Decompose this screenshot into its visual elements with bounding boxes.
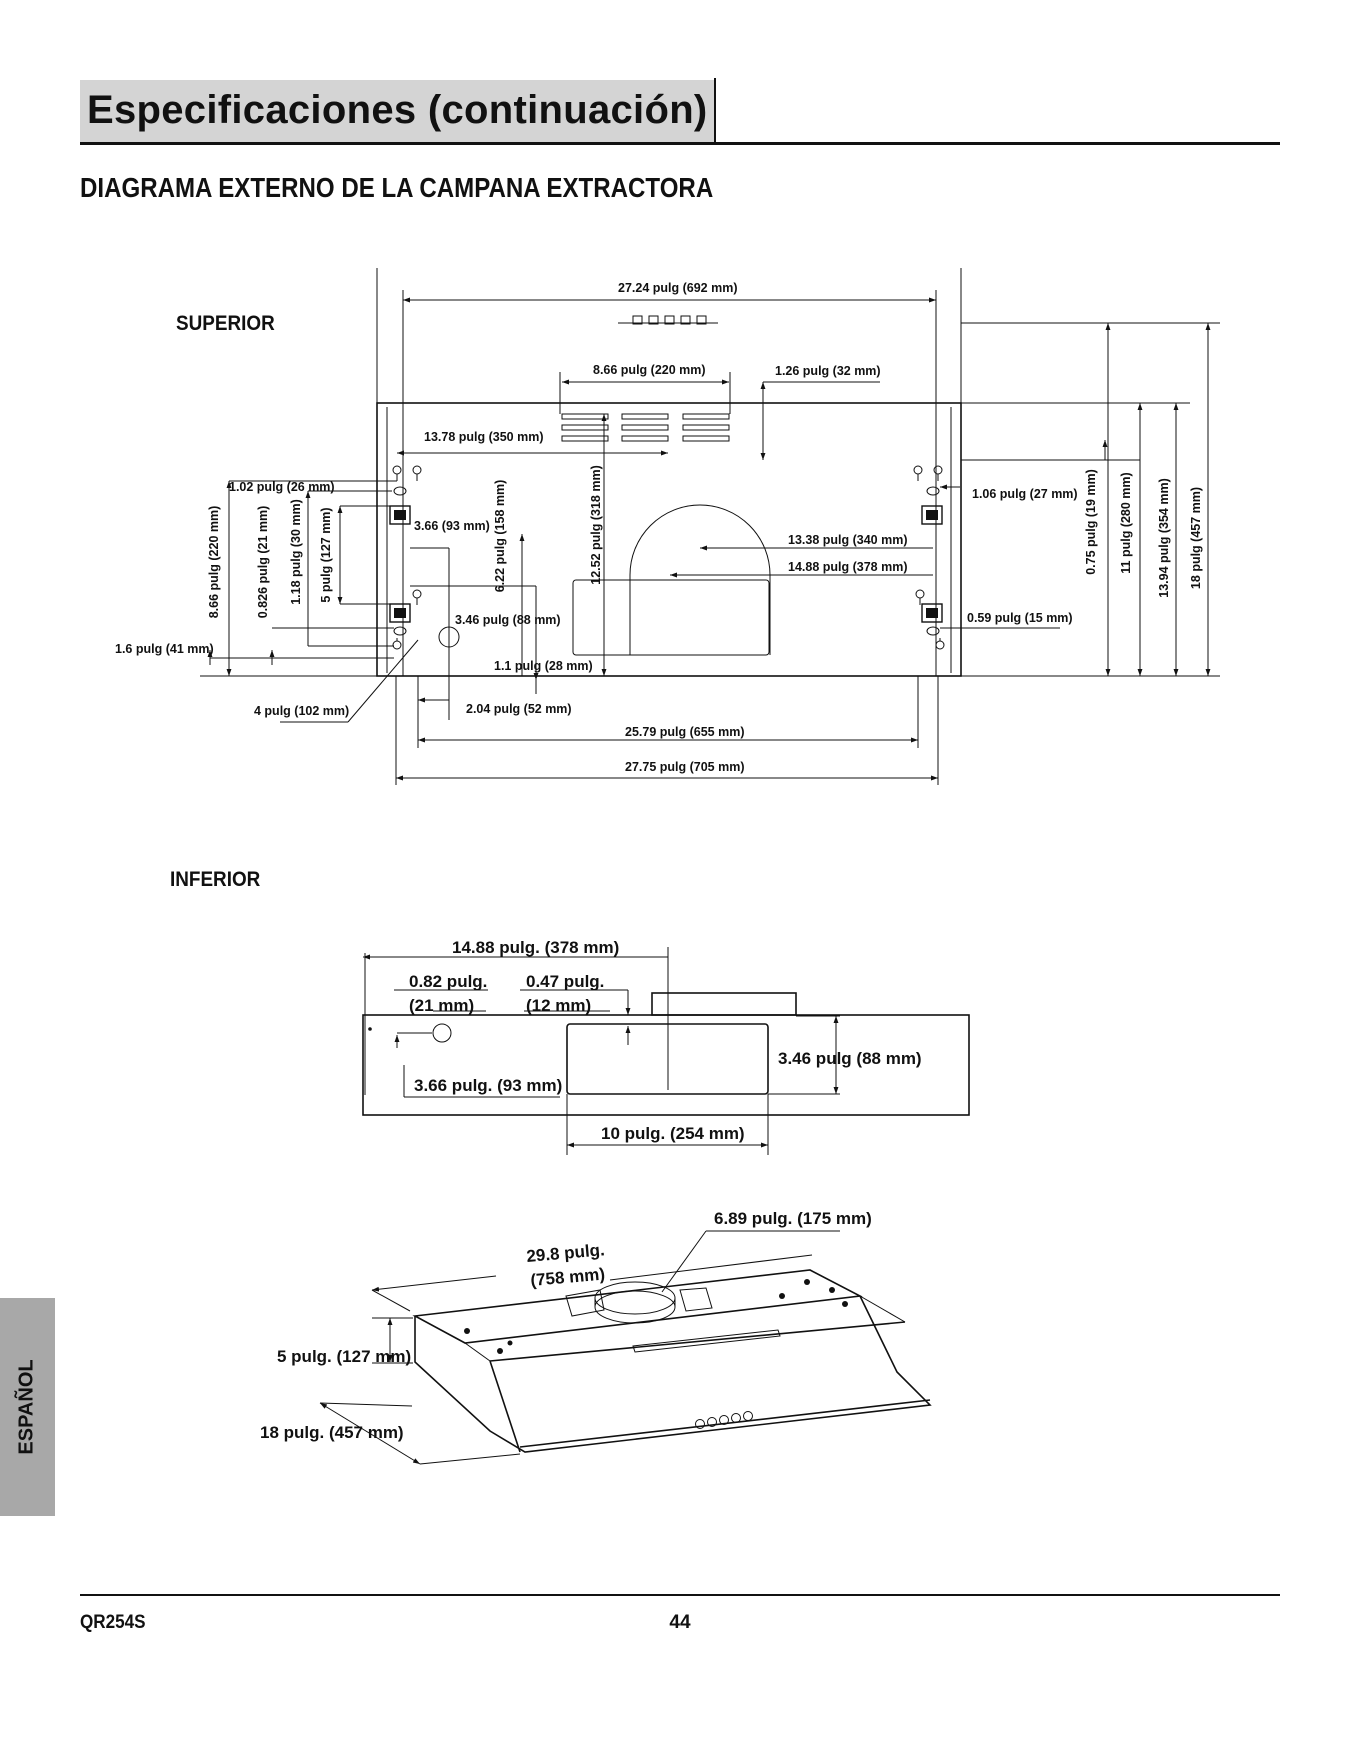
top-view-labels: 27.24 pulg (692 mm) 8.66 pulg (220 mm) 1…: [115, 281, 1203, 774]
language-tab: [0, 1298, 55, 1516]
dim-b-0-82-b: (21 mm): [409, 996, 474, 1015]
dim-6-22: 6.22 pulg (158 mm): [493, 480, 507, 593]
dim-5: 5 pulg (127 mm): [319, 507, 333, 602]
dim-2-04: 2.04 pulg (52 mm): [466, 702, 572, 716]
dim-1-06: 1.06 pulg (27 mm): [972, 487, 1078, 501]
dim-b-10: 10 pulg. (254 mm): [601, 1124, 745, 1143]
dim-iso-29-8-b: (758 mm): [530, 1265, 606, 1290]
dim-1-18: 1.18 pulg (30 mm): [289, 499, 303, 605]
dim-width-total: 27.24 pulg (692 mm): [618, 281, 738, 295]
dim-iso-18: 18 pulg. (457 mm): [260, 1423, 404, 1442]
dim-b-0-47-a: 0.47 pulg.: [526, 972, 604, 991]
header-band: [80, 80, 714, 142]
header-divider: [714, 78, 716, 144]
dim-1-6: 1.6 pulg (41 mm): [115, 642, 214, 656]
dim-b-3-46: 3.46 pulg (88 mm): [778, 1049, 922, 1068]
isometric-drawing: [319, 1230, 932, 1465]
header-rule: [80, 142, 1280, 145]
page-title: Especificaciones (continuación): [87, 88, 708, 132]
dim-18: 18 pulg (457 mm): [1189, 487, 1203, 589]
dim-4: 4 pulg (102 mm): [254, 704, 349, 718]
language-tab-label: ESPAÑOL: [15, 1359, 38, 1455]
bottom-view-drawing: [362, 947, 970, 1155]
dim-b-0-47-b: (12 mm): [526, 996, 591, 1015]
footer-rule: [80, 1594, 1280, 1596]
dim-vent-width: 8.66 pulg (220 mm): [593, 363, 706, 377]
dim-11: 11 pulg (280 mm): [1119, 472, 1133, 573]
dim-1-1: 1.1 pulg (28 mm): [494, 659, 593, 673]
top-view-drawing: [200, 268, 1220, 785]
dim-8-66-vertical: 8.66 pulg (220 mm): [207, 506, 221, 619]
dim-3-66: 3.66 (93 mm): [414, 519, 490, 533]
top-view-label: SUPERIOR: [176, 312, 275, 335]
footer-model: QR254S: [80, 1612, 146, 1633]
dim-13-94: 13.94 pulg (354 mm): [1157, 478, 1171, 598]
bottom-view-labels: 14.88 pulg. (378 mm) 0.82 pulg. (21 mm) …: [409, 938, 922, 1143]
bottom-view-label: INFERIOR: [170, 868, 261, 891]
dim-27-75: 27.75 pulg (705 mm): [625, 760, 745, 774]
dim-1-02: 1.02 pulg (26 mm): [229, 480, 335, 494]
footer-page-number: 44: [669, 1612, 691, 1633]
dim-14-88: 14.88 pulg (378 mm): [788, 560, 908, 574]
isometric-labels: 6.89 pulg. (175 mm) 29.8 pulg. (758 mm) …: [260, 1209, 872, 1442]
section-title: DIAGRAMA EXTERNO DE LA CAMPANA EXTRACTOR…: [80, 172, 714, 203]
dim-0-75: 0.75 pulg (19 mm): [1084, 469, 1098, 575]
dim-0-59: 0.59 pulg (15 mm): [967, 611, 1073, 625]
dim-0-826: 0.826 pulg (21 mm): [256, 506, 270, 619]
dim-iso-5: 5 pulg. (127 mm): [277, 1347, 411, 1366]
dim-vent-center: 13.78 pulg (350 mm): [424, 430, 544, 444]
dim-3-46: 3.46 pulg (88 mm): [455, 613, 561, 627]
dim-iso-6-89: 6.89 pulg. (175 mm): [714, 1209, 872, 1228]
dim-b-14-88: 14.88 pulg. (378 mm): [452, 938, 619, 957]
top-view-dimension-lines: [207, 297, 1211, 781]
dim-iso-29-8-a: 29.8 pulg.: [526, 1240, 606, 1266]
dim-b-3-66: 3.66 pulg. (93 mm): [414, 1076, 562, 1095]
dim-25-79: 25.79 pulg (655 mm): [625, 725, 745, 739]
dim-b-0-82-a: 0.82 pulg.: [409, 972, 487, 991]
dim-13-38: 13.38 pulg (340 mm): [788, 533, 908, 547]
dim-vent-offset: 1.26 pulg (32 mm): [775, 364, 881, 378]
dim-12-52: 12.52 pulg (318 mm): [589, 465, 603, 585]
